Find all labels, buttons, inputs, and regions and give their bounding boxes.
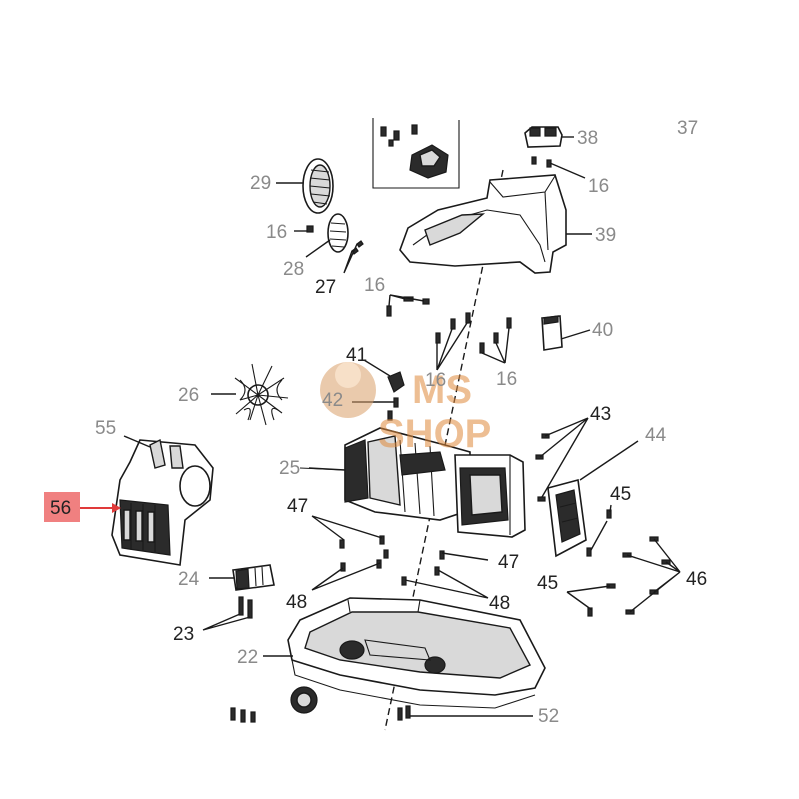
part-screws-bottom-left	[230, 707, 256, 723]
callout-40: 40	[592, 320, 613, 341]
part-16-screw-left	[306, 225, 314, 233]
callout-29: 29	[250, 173, 271, 194]
callout-28: 28	[283, 259, 304, 280]
inset-detail-box	[372, 118, 460, 189]
callout-41: 41	[346, 345, 367, 366]
callout-16-top: 16	[588, 176, 609, 197]
callout-56-highlight-box	[44, 492, 80, 522]
part-25-motor	[299, 427, 526, 538]
part-44-plate	[547, 478, 587, 558]
callout-52: 52	[538, 706, 559, 727]
part-28-small-grille	[327, 213, 349, 253]
callout-44: 44	[645, 425, 667, 446]
callout-45-upper: 45	[610, 484, 631, 505]
callout-48-left: 48	[286, 592, 307, 613]
part-16-screws-middle	[386, 296, 512, 354]
ms-shop-watermark: MS SHOP	[320, 362, 491, 456]
callout-56: 56	[50, 498, 71, 519]
callout-47-left: 47	[287, 496, 308, 517]
callout-42: 42	[322, 390, 343, 411]
callout-22: 22	[237, 647, 258, 668]
part-26-impeller	[234, 363, 289, 426]
part-43-clips	[535, 433, 550, 502]
part-23-pins	[238, 596, 253, 619]
callout-16-left: 16	[266, 222, 287, 243]
part-29-grille	[302, 158, 334, 214]
callout-16-center: 16	[425, 370, 446, 391]
part-47-48-screws	[339, 535, 445, 586]
callout-48-right: 48	[489, 593, 510, 614]
part-55-56-housing	[111, 438, 214, 566]
watermark-line1: MS	[412, 368, 472, 412]
callout-25: 25	[279, 458, 300, 479]
part-22-base	[287, 597, 546, 709]
part-45-46-pins	[586, 509, 671, 617]
callout-23: 23	[173, 624, 194, 645]
callout-47-right: 47	[498, 552, 519, 573]
callout-43: 43	[590, 404, 611, 425]
part-38-top-cap	[524, 126, 563, 148]
callout-45-lower: 45	[537, 573, 558, 594]
callout-27: 27	[315, 277, 336, 298]
callout-16-middle: 16	[364, 275, 385, 296]
part-40-capacitor	[541, 315, 563, 351]
part-52-screws	[397, 705, 411, 721]
callout-39: 39	[595, 225, 616, 246]
highlight-arrow-56	[80, 503, 121, 513]
callout-24: 24	[178, 569, 200, 590]
part-39-upper-housing	[399, 174, 567, 274]
callout-26: 26	[178, 385, 199, 406]
leader-lines	[123, 136, 681, 717]
callout-46: 46	[686, 569, 707, 590]
part-16-screws-top	[531, 156, 552, 168]
part-42-pins	[387, 397, 399, 421]
watermark-line2: SHOP	[378, 412, 491, 456]
part-24-switch	[232, 564, 275, 591]
callout-16-right: 16	[496, 369, 517, 390]
callout-labels: 37 38 16 39 29 16 28 27 16 40 41 16 16 2…	[44, 118, 707, 727]
part-wheel-bottom	[290, 686, 318, 714]
part-41-bracket	[387, 371, 405, 393]
callout-37: 37	[677, 118, 698, 139]
callout-38: 38	[577, 128, 598, 149]
callout-55: 55	[95, 418, 116, 439]
